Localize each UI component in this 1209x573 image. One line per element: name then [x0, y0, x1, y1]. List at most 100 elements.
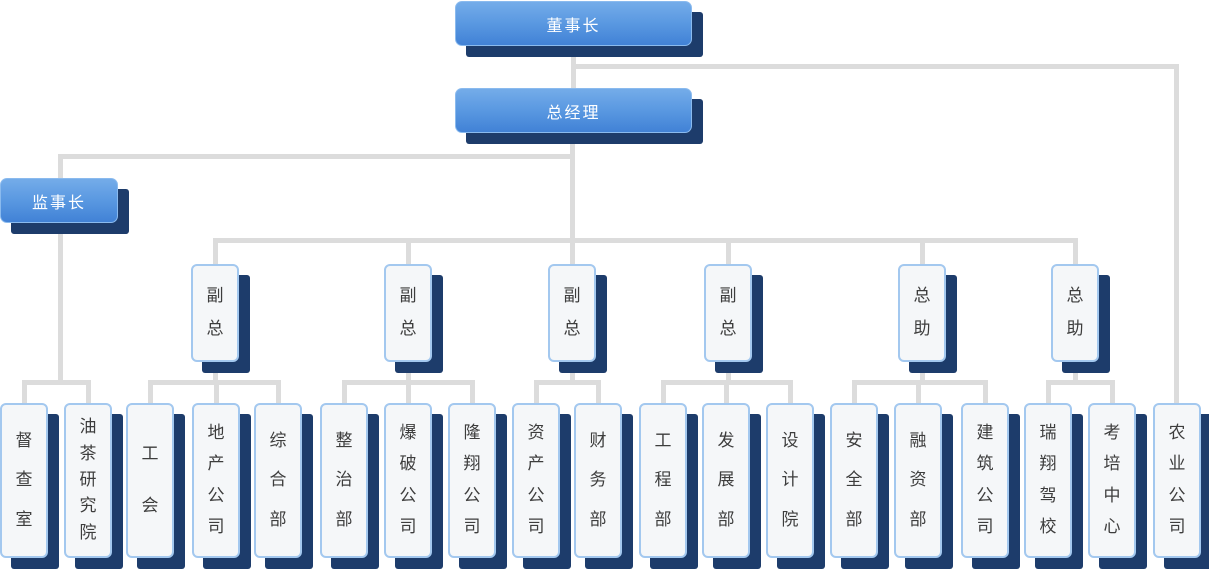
label-char: 助	[913, 319, 931, 340]
box-face: 融资部	[894, 403, 942, 558]
connector-line	[726, 238, 731, 264]
connector-line	[920, 362, 925, 385]
label-char: 部	[909, 509, 927, 530]
supervisor-box: 监事长	[0, 178, 129, 234]
connector-line	[58, 154, 63, 178]
connector-line	[916, 380, 921, 403]
label-char: 司	[976, 517, 994, 538]
label-char: 爆	[399, 422, 417, 443]
label-char: 破	[399, 454, 417, 475]
label-char: 副	[563, 285, 581, 306]
label-char: 驾	[1039, 485, 1057, 506]
connector-line	[342, 380, 347, 403]
dept-box: 建筑公司	[961, 403, 1020, 569]
label-char: 司	[527, 517, 545, 538]
box-face: 副总	[191, 264, 239, 362]
label-char: 业	[1168, 454, 1186, 475]
label-char: 培	[1103, 454, 1121, 475]
connector-line	[570, 238, 575, 264]
box-face: 总助	[898, 264, 946, 362]
label-char: 总	[206, 319, 224, 340]
label-char: 程	[654, 470, 672, 490]
label-char: 展	[717, 470, 735, 490]
label-char: 产	[527, 454, 545, 475]
box-face: 总助	[1051, 264, 1099, 362]
connector-line	[1073, 362, 1078, 385]
deputy-gm-box: 副总	[384, 264, 443, 373]
dept-box: 工程部	[639, 403, 698, 569]
connector-line	[406, 362, 411, 385]
label-char: 公	[463, 485, 481, 506]
label-char: 助	[1066, 319, 1084, 340]
label-char: 考	[1103, 422, 1121, 443]
connector-line	[726, 362, 731, 385]
label-char: 研	[79, 469, 97, 490]
connector-line	[661, 380, 666, 403]
label-char: 总	[563, 319, 581, 340]
gm-assistant-box: 总助	[1051, 264, 1110, 373]
label-char: 安	[845, 430, 863, 451]
dept-box: 农业公司	[1153, 403, 1209, 569]
label-char: 室	[15, 509, 33, 530]
connector-line	[86, 380, 91, 403]
box-face: 爆破公司	[384, 403, 432, 558]
label-char: 筑	[976, 454, 994, 475]
label-char: 查	[15, 470, 33, 490]
connector-line	[788, 380, 793, 403]
label-char: 部	[717, 509, 735, 530]
label-char: 瑞	[1039, 422, 1057, 443]
label-char: 校	[1039, 517, 1057, 538]
connector-line	[534, 380, 539, 403]
label-char: 会	[141, 496, 159, 517]
dept-box: 财务部	[574, 403, 633, 569]
connector-line	[596, 380, 601, 403]
dept-box: 安全部	[830, 403, 889, 569]
box-face: 总经理	[455, 88, 692, 133]
connector-line	[534, 380, 601, 385]
box-face: 油茶研究院	[64, 403, 112, 558]
connector-line	[1174, 64, 1179, 403]
label-char: 全	[845, 470, 863, 490]
label-char: 资	[909, 470, 927, 490]
connector-line	[406, 380, 411, 403]
connector-line	[1046, 380, 1051, 403]
label-char: 设	[781, 430, 799, 451]
connector-line	[148, 380, 153, 403]
label-char: 茶	[79, 443, 97, 464]
label-char: 部	[589, 509, 607, 530]
label-char: 总	[913, 285, 931, 306]
label-char: 中	[1103, 485, 1121, 506]
box-face: 考培中心	[1088, 403, 1136, 558]
general-manager-box: 总经理	[455, 88, 703, 144]
dept-box: 资产公司	[512, 403, 571, 569]
dept-box: 瑞翔驾校	[1024, 403, 1083, 569]
gm-assistant-box: 总助	[898, 264, 957, 373]
box-face: 资产公司	[512, 403, 560, 558]
connector-line	[58, 154, 575, 159]
dept-box: 工会	[126, 403, 185, 569]
dept-box: 督查室	[0, 403, 59, 569]
connector-line	[214, 380, 219, 403]
connector-line	[570, 362, 575, 385]
dept-box: 综合部	[254, 403, 313, 569]
box-face: 综合部	[254, 403, 302, 558]
dept-box: 油茶研究院	[64, 403, 123, 569]
connector-line	[1046, 380, 1115, 385]
deputy-gm-box: 副总	[704, 264, 763, 373]
connector-line	[213, 238, 218, 264]
dept-box: 隆翔公司	[448, 403, 507, 569]
box-face: 监事长	[0, 178, 118, 223]
label-char: 副	[399, 285, 417, 306]
label-char: 隆	[463, 422, 481, 443]
connector-line	[58, 223, 63, 385]
label-char: 合	[269, 470, 287, 490]
chairman-box: 董事长	[455, 1, 703, 57]
box-face: 建筑公司	[961, 403, 1009, 558]
label-char: 工	[141, 443, 159, 464]
dept-box: 发展部	[702, 403, 761, 569]
dept-box: 考培中心	[1088, 403, 1147, 569]
label-char: 院	[79, 522, 97, 543]
label-char: 副	[719, 285, 737, 306]
label-char: 务	[589, 470, 607, 490]
